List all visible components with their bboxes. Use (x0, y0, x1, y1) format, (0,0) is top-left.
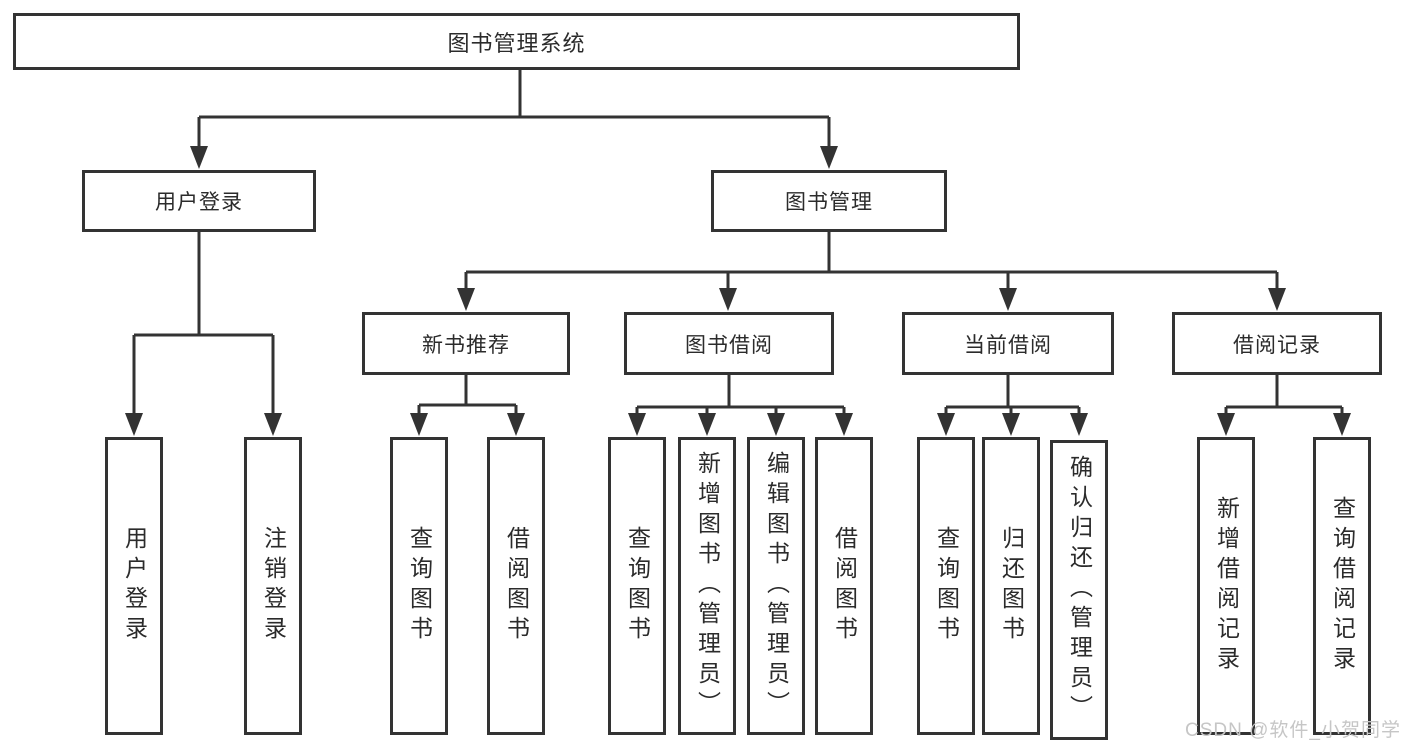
node-leaf-query-books-1: 查询图书 (390, 437, 448, 735)
node-leaf-add-borrow-record: 新增借阅记录 (1197, 437, 1255, 735)
watermark: CSDN @软件_小贺同学 (1185, 720, 1401, 741)
node-user-login-branch: 用户登录 (82, 170, 316, 232)
node-book-borrowing: 图书借阅 (624, 312, 834, 375)
node-new-book-recommend: 新书推荐 (362, 312, 570, 375)
node-leaf-confirm-return-admin: 确认归还（管理员） (1050, 440, 1108, 740)
node-leaf-user-login: 用户登录 (105, 437, 163, 735)
node-leaf-logout: 注销登录 (244, 437, 302, 735)
node-book-management: 图书管理 (711, 170, 947, 232)
node-leaf-borrow-books-1: 借阅图书 (487, 437, 545, 735)
node-borrowing-records: 借阅记录 (1172, 312, 1382, 375)
node-leaf-borrow-books-2: 借阅图书 (815, 437, 873, 735)
node-current-borrowing: 当前借阅 (902, 312, 1114, 375)
node-leaf-query-books-3: 查询图书 (917, 437, 975, 735)
node-leaf-query-borrow-record: 查询借阅记录 (1313, 437, 1371, 735)
node-leaf-return-books: 归还图书 (982, 437, 1040, 735)
node-leaf-query-books-2: 查询图书 (608, 437, 666, 735)
node-leaf-add-books-admin: 新增图书（管理员） (678, 437, 736, 735)
node-library-management-system: 图书管理系统 (13, 13, 1020, 70)
node-leaf-edit-books-admin: 编辑图书（管理员） (747, 437, 805, 735)
